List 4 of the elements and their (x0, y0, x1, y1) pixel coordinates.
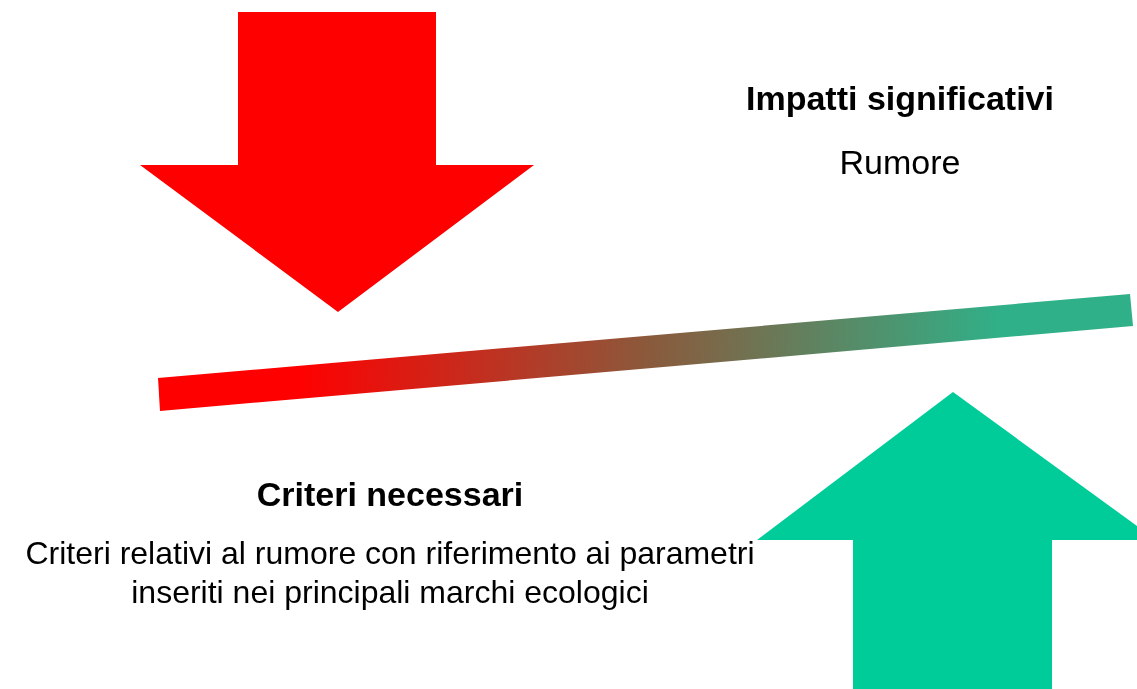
description-text: Criteri relativi al rumore con riferimento ai parametri inseriti nei principali marchi ecologici (24, 534, 756, 613)
heading: Criteri necessari (255, 474, 525, 515)
description-text: Rumore (838, 142, 962, 183)
heading: Impatti significativi (745, 78, 1055, 119)
